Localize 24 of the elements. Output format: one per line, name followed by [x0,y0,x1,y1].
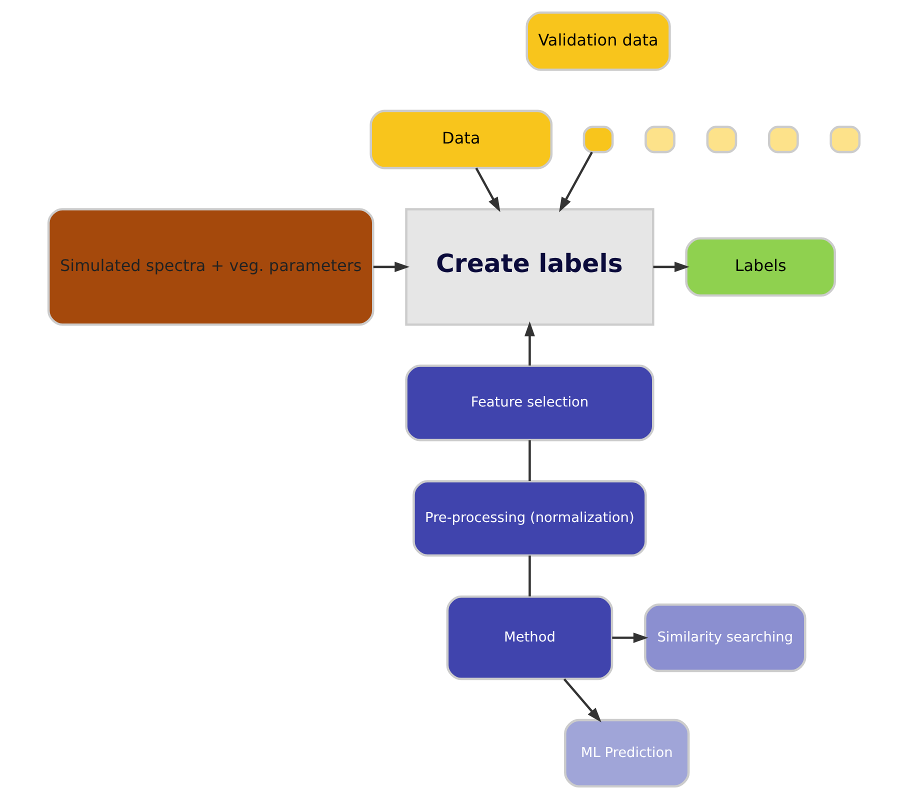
connector [528,440,531,482]
node-box: Validation data [526,12,671,71]
node-box: ML Prediction [564,718,690,788]
arrow [563,678,602,722]
connector [528,556,531,596]
node-box [768,126,799,154]
node-box: Method [446,596,614,680]
node-box [582,126,614,154]
arrow [559,152,593,212]
node-box [644,126,676,154]
node-box: Similarity searching [644,604,806,672]
node-box [706,126,738,154]
arrow [524,321,535,366]
arrow [653,262,690,272]
arrow [475,168,500,212]
arrow [612,632,648,643]
node-box: Feature selection [405,364,654,442]
node-box [830,126,861,154]
node-box: Simulated spectra + veg. parameters [47,208,374,326]
node-box: Create labels [405,208,654,326]
node-box: Pre-processing (normalization) [412,480,647,557]
node-box: Data [370,110,553,170]
node-box: Labels [685,237,836,297]
arrow [373,262,410,272]
